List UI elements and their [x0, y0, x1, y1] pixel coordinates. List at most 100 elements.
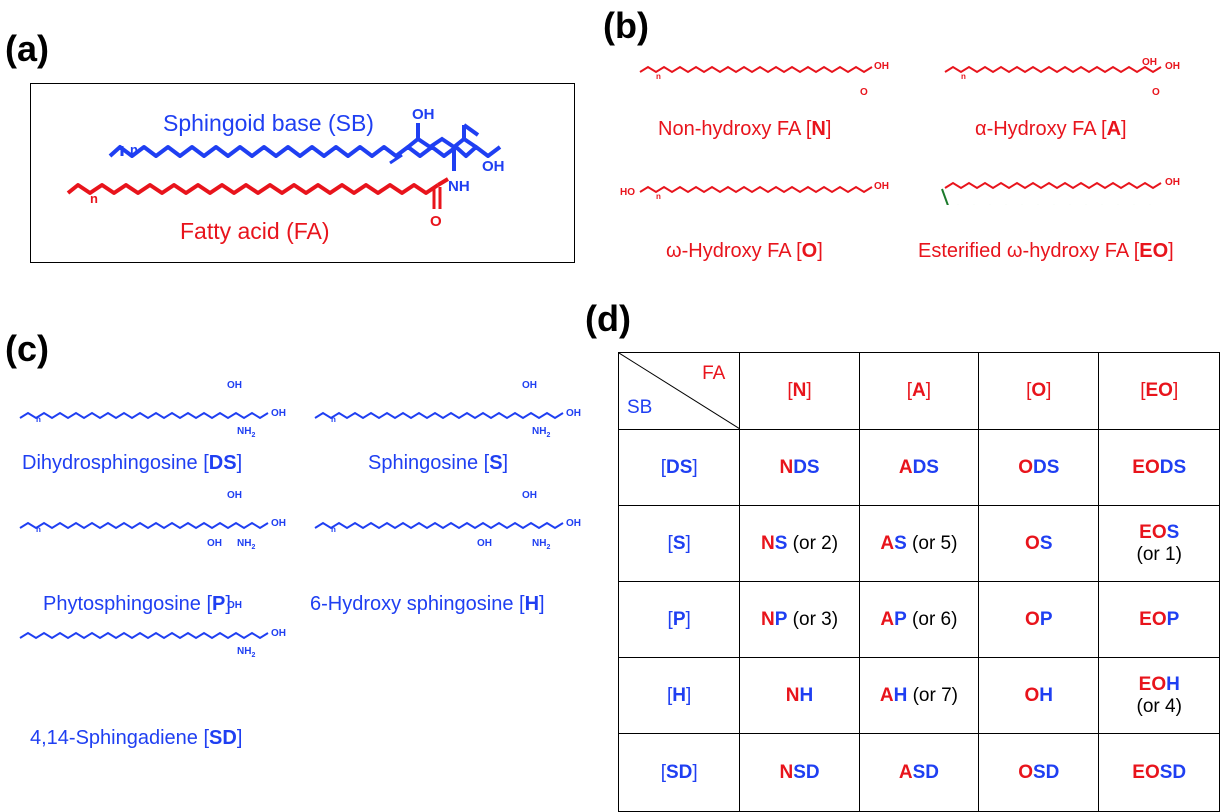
svg-text:n: n	[36, 415, 41, 424]
corner-diagonal	[619, 353, 740, 429]
ceramide-class-table: FA SB [N] [A] [O] [EO] [DS] NDS ADS ODS …	[617, 352, 1220, 812]
ceramide-structure: OH OH NH n O n	[66, 106, 505, 230]
sb-caption: Sphingoid base (SB)	[163, 110, 374, 136]
sb-chain	[108, 145, 502, 158]
fa-eo-chain	[944, 181, 1162, 190]
table-corner: FA SB	[617, 352, 741, 430]
svg-text:n: n	[331, 525, 336, 534]
svg-text:HO: HO	[620, 187, 635, 198]
table-cell: EODS	[1098, 429, 1220, 506]
svg-text:OH: OH	[271, 518, 286, 529]
panel-a-label: (a)	[5, 28, 49, 69]
column-header: [A]	[858, 352, 980, 430]
svg-text:OH: OH	[566, 518, 581, 529]
svg-text:n: n	[331, 415, 336, 424]
svg-text:OH: OH	[477, 538, 492, 549]
svg-text:OH: OH	[207, 538, 222, 549]
fatty-acid-structures: n OH O n OH OH O HO n OH O OH O	[620, 57, 1180, 205]
table-cell: OH	[978, 657, 1100, 734]
row-header: [P]	[617, 581, 741, 658]
table-cell: EOSD	[1098, 733, 1220, 812]
fa-label-o: ω-Hydroxy FA [O]	[666, 240, 823, 262]
table-row: [H] NH AH (or 7) OH EOH(or 4)	[617, 657, 1220, 734]
table-cell: NH	[739, 657, 860, 734]
sb-h-chain	[314, 521, 564, 530]
svg-text:OH: OH	[522, 490, 537, 501]
table-cell: ADS	[858, 429, 980, 506]
table-row: [S] NS (or 2) AS (or 5) OS EOS(or 1)	[617, 505, 1220, 582]
table-cell: NS (or 2)	[739, 505, 860, 582]
svg-text:OH: OH	[271, 628, 286, 639]
svg-text:OH: OH	[227, 380, 242, 391]
panel-b-label: (b)	[603, 5, 649, 46]
table-row: [SD] NSD ASD OSD EOSD	[617, 733, 1220, 812]
svg-text:n: n	[961, 72, 966, 81]
sb-label-h: 6-Hydroxy sphingosine [H]	[310, 593, 545, 615]
fa-n: n	[90, 191, 98, 206]
fa-label-a: α-Hydroxy FA [A]	[975, 118, 1127, 140]
sb-oh-right: OH	[482, 158, 505, 175]
sb-label-ds: Dihydrosphingosine [DS]	[22, 452, 243, 474]
row-header: [DS]	[617, 429, 741, 506]
svg-text:NH2: NH2	[237, 646, 255, 659]
svg-text:NH2: NH2	[237, 426, 255, 439]
table-row: [DS] NDS ADS ODS EODS	[617, 429, 1220, 506]
svg-text:OH: OH	[227, 600, 242, 611]
table-cell: OP	[978, 581, 1100, 658]
panel-a-frame	[30, 83, 575, 263]
svg-text:O: O	[860, 87, 868, 98]
svg-text:OH: OH	[227, 490, 242, 501]
table-cell: NSD	[739, 733, 860, 812]
sb-sd-chain	[19, 631, 269, 640]
corner-fa-label: FA	[702, 363, 726, 384]
svg-text:OH: OH	[522, 380, 537, 391]
sb-n: n	[130, 142, 138, 157]
sb-ds-chain	[19, 411, 269, 420]
sb-label-p: Phytosphingosine [P]	[43, 593, 231, 615]
svg-text:n: n	[36, 525, 41, 534]
table-cell: EOP	[1098, 581, 1220, 658]
table-cell: NP (or 3)	[739, 581, 860, 658]
svg-text:O: O	[1152, 87, 1160, 98]
amide-o: O	[430, 213, 442, 230]
table-cell: AP (or 6)	[858, 581, 980, 658]
svg-text:OH: OH	[271, 408, 286, 419]
amide-nh: NH	[448, 178, 470, 195]
svg-text:n: n	[656, 192, 661, 201]
fa-label-eo: Esterified ω-hydroxy FA [EO]	[918, 240, 1174, 262]
corner-sb-label: SB	[627, 397, 653, 418]
table-cell: ASD	[858, 733, 980, 812]
table-row: [P] NP (or 3) AP (or 6) OP EOP	[617, 581, 1220, 658]
row-header: [SD]	[617, 733, 741, 812]
table-cell: ODS	[978, 429, 1100, 506]
sb-oh-top: OH	[412, 106, 435, 123]
svg-text:NH2: NH2	[237, 538, 255, 551]
fa-caption: Fatty acid (FA)	[180, 218, 330, 244]
table-cell: OS	[978, 505, 1100, 582]
svg-text:OH: OH	[874, 181, 889, 192]
column-header: [O]	[978, 352, 1100, 430]
svg-text:OH: OH	[1165, 177, 1180, 188]
sb-s-chain	[314, 411, 564, 420]
svg-text:n: n	[656, 72, 661, 81]
fa-a-chain	[944, 65, 1162, 74]
table-cell: EOH(or 4)	[1098, 657, 1220, 734]
svg-text:NH2: NH2	[532, 538, 550, 551]
table-cell: AS (or 5)	[858, 505, 980, 582]
svg-text:NH2: NH2	[532, 426, 550, 439]
svg-text:OH: OH	[874, 61, 889, 72]
sb-p-chain	[19, 521, 269, 530]
table-cell: AH (or 7)	[858, 657, 980, 734]
fa-n-chain	[639, 65, 873, 74]
svg-text:OH: OH	[566, 408, 581, 419]
svg-text:OH: OH	[1165, 61, 1180, 72]
fa-chain	[66, 183, 440, 195]
fa-o-chain	[639, 185, 873, 194]
fa-label-n: Non-hydroxy FA [N]	[658, 118, 832, 140]
row-header: [H]	[617, 657, 741, 734]
table-cell: NDS	[739, 429, 860, 506]
row-header: [S]	[617, 505, 741, 582]
column-header: [EO]	[1098, 352, 1220, 430]
table-cell: OSD	[978, 733, 1100, 812]
sphingoid-base-structures: n OH OH NH2 n OH OH NH2 n OH OH OH NH2 n…	[19, 380, 581, 659]
